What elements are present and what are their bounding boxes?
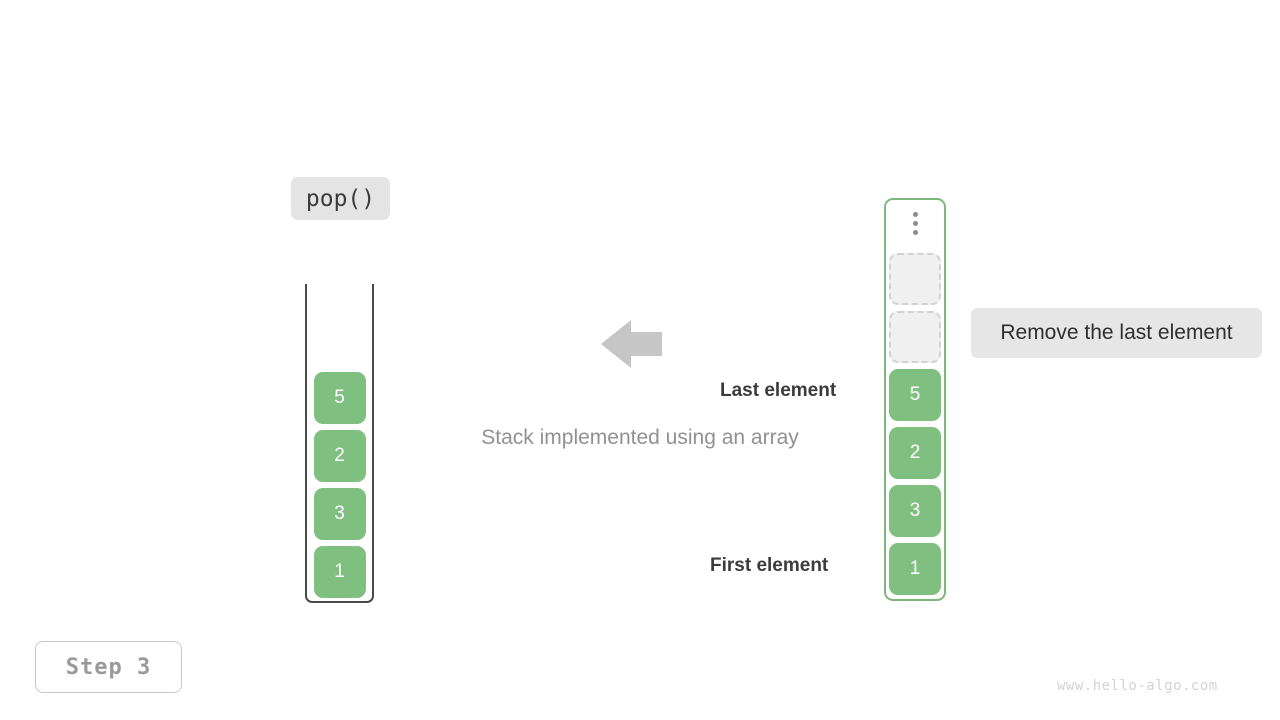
step-indicator: Step 3 [35, 641, 182, 693]
ellipsis-dot [912, 212, 918, 217]
tooltip-remove-last: Remove the last element [971, 308, 1262, 358]
stack-cell: 1 [313, 546, 366, 598]
operation-chip: pop() [291, 177, 390, 220]
stack-cell: 5 [313, 372, 366, 424]
ellipsis-dot [912, 230, 918, 235]
array-container: 5 2 3 1 [884, 198, 946, 601]
stack-cell-list: 5 2 3 1 [305, 372, 374, 598]
caption-text: Stack implemented using an array [481, 426, 799, 449]
array-empty-slot [889, 253, 941, 305]
vertical-ellipsis-icon [886, 212, 944, 235]
array-cell: 5 [889, 369, 941, 421]
ellipsis-dot [912, 221, 918, 226]
stack-walls [305, 284, 374, 603]
arrow-left-icon [601, 318, 662, 370]
stack-container: 5 2 3 1 [305, 284, 374, 603]
tooltip-label: Remove the last element [1000, 321, 1233, 344]
operation-label: pop() [305, 185, 376, 212]
stack-cell: 3 [313, 488, 366, 540]
stack-cell: 2 [313, 430, 366, 482]
array-cell: 2 [889, 427, 941, 479]
watermark: www.hello-algo.com [1057, 678, 1218, 694]
annotation-last-element: Last element [720, 380, 837, 401]
step-label: Step 3 [65, 654, 152, 680]
annotation-first-element: First element [710, 555, 829, 576]
array-cell-list: 5 2 3 1 [886, 253, 944, 595]
array-empty-slot [889, 311, 941, 363]
array-cell: 3 [889, 485, 941, 537]
array-cell: 1 [889, 543, 941, 595]
